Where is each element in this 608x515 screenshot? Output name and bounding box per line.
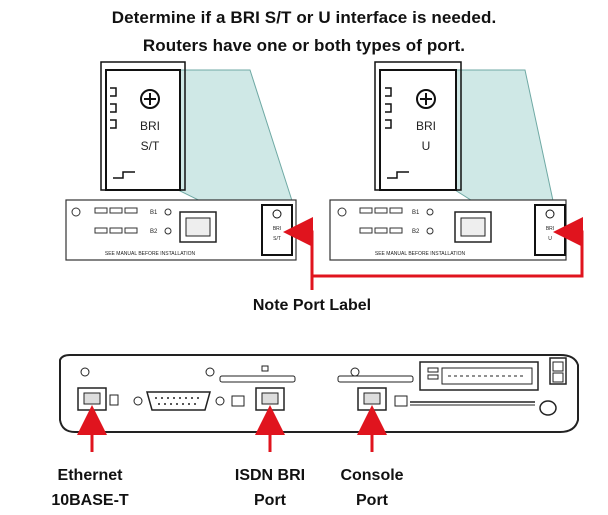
isdn-label-line2: Port <box>254 492 287 509</box>
led-b1-label: B1 <box>150 210 158 216</box>
router-panel-right: B1 B2 BRI U SEE MANUAL BEFORE INSTALLATI… <box>329 199 567 261</box>
title-line-1: Determine if a BRI S/T or U interface is… <box>111 8 497 27</box>
screw-icon <box>140 89 160 109</box>
panel-left-port-top: BRI <box>273 226 281 232</box>
callout-left-port-type: S/T <box>141 139 160 153</box>
title-line-2: Routers have one or both types of port. <box>142 36 466 55</box>
serial-connector <box>146 391 211 411</box>
led-b2-label: B2 <box>412 229 420 235</box>
panel-right-port-top: BRI <box>546 226 554 232</box>
isdn-label-line1: ISDN BRI <box>235 467 305 484</box>
ethernet-label-line2: 10BASE-T <box>51 492 129 509</box>
panel-left-port-bottom: S/T <box>273 236 281 242</box>
note-arrows <box>283 217 584 290</box>
console-label-line2: Port <box>356 492 389 509</box>
router-panel-left: B1 B2 BRI S/T SEE MANUAL BEFORE INSTALLA… <box>65 199 297 261</box>
ethernet-label-line1: Ethernet <box>58 467 124 484</box>
console-label-line1: Console <box>340 467 403 484</box>
port-arrows <box>77 405 387 452</box>
led-b1-label: B1 <box>412 210 420 216</box>
callout-left-port-name: BRI <box>140 119 160 133</box>
callout-right-port-type: U <box>422 139 431 153</box>
screw-icon <box>416 89 436 109</box>
callout-right-port-name: BRI <box>416 119 436 133</box>
manual-text-left: SEE MANUAL BEFORE INSTALLATION <box>105 251 196 257</box>
manual-text-right: SEE MANUAL BEFORE INSTALLATION <box>375 251 466 257</box>
panel-right-port-bottom: U <box>548 236 552 242</box>
note-port-label: Note Port Label <box>253 297 371 314</box>
callout-left-box <box>105 69 181 191</box>
led-b2-label: B2 <box>150 229 158 235</box>
router-back-panel <box>59 354 579 433</box>
